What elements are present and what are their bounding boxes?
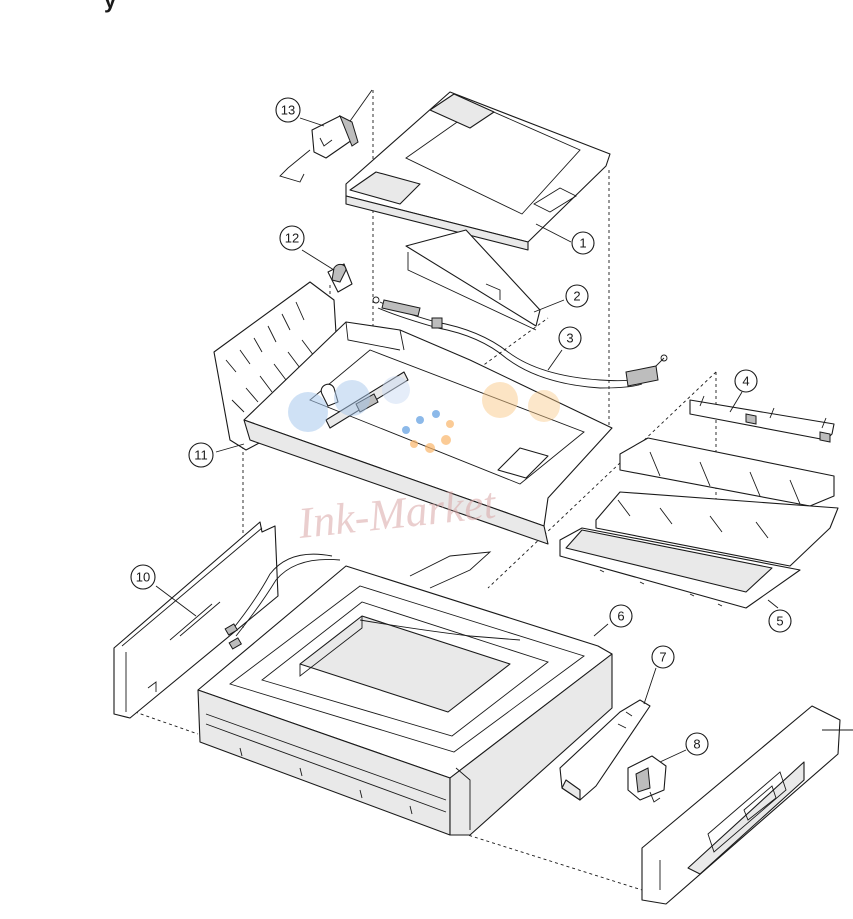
svg-text:1: 1 xyxy=(579,236,586,251)
part-sensor-switch xyxy=(627,755,667,803)
svg-text:6: 6 xyxy=(617,609,624,624)
part-cable-harness xyxy=(372,296,668,389)
svg-text:11: 11 xyxy=(194,448,208,463)
part-side-panel-left xyxy=(113,521,279,719)
part-pick-roller-assembly xyxy=(279,89,373,183)
part-upper-guide xyxy=(689,395,835,443)
callout-2: 2 xyxy=(565,284,589,308)
svg-text:3: 3 xyxy=(566,331,573,346)
svg-text:13: 13 xyxy=(281,103,295,118)
part-top-cover xyxy=(345,91,611,251)
callout-11: 11 xyxy=(188,442,214,468)
svg-text:4: 4 xyxy=(742,374,749,389)
svg-text:8: 8 xyxy=(693,737,700,752)
callout-4: 4 xyxy=(734,369,758,393)
watermark-dot xyxy=(382,376,410,404)
svg-text:12: 12 xyxy=(285,231,299,246)
page-title-fragment: y xyxy=(104,0,117,13)
callout-12: 12 xyxy=(279,225,305,251)
part-front-cover xyxy=(641,705,853,905)
callout-7: 7 xyxy=(651,645,675,669)
part-scanner-base xyxy=(197,551,613,836)
svg-text:2: 2 xyxy=(573,289,580,304)
part-small-bracket xyxy=(559,699,651,801)
svg-text:10: 10 xyxy=(136,570,150,585)
watermark-dot xyxy=(288,392,328,432)
part-feed-unit xyxy=(559,437,839,609)
svg-text:7: 7 xyxy=(659,650,666,665)
watermark-dot xyxy=(482,382,518,418)
watermark-dot xyxy=(528,390,560,422)
callout-8: 8 xyxy=(685,732,709,756)
callout-3: 3 xyxy=(558,326,582,350)
callout-5: 5 xyxy=(768,609,792,633)
svg-text:5: 5 xyxy=(776,614,783,629)
watermark-text: Ink-Market xyxy=(295,478,500,548)
part-actuator xyxy=(327,263,353,293)
callout-13: 13 xyxy=(275,97,301,123)
callout-1: 1 xyxy=(571,231,595,255)
callout-6: 6 xyxy=(609,604,633,628)
callout-10: 10 xyxy=(130,564,156,590)
watermark-ring xyxy=(402,410,454,453)
leader-lines xyxy=(155,117,779,763)
watermark-dot xyxy=(334,380,370,416)
